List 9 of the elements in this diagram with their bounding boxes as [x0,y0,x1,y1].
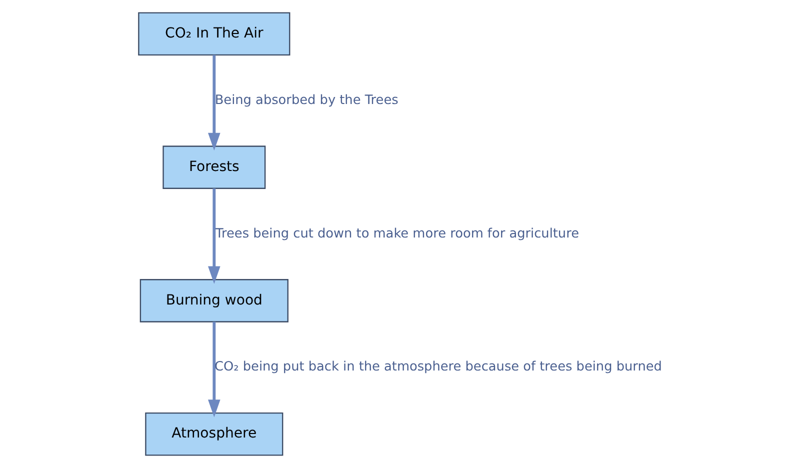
arrow [208,322,220,418]
edge-label: Trees being cut down to make more room for agriculture [215,226,579,242]
arrow [208,188,220,284]
arrow [208,54,220,150]
node-box: Burning wood [139,279,288,322]
node-box: Forests [162,146,266,189]
node-box: Atmosphere [144,412,283,456]
node-box: CO₂ In The Air [138,12,290,56]
edge-label: Being absorbed by the Trees [214,92,398,108]
